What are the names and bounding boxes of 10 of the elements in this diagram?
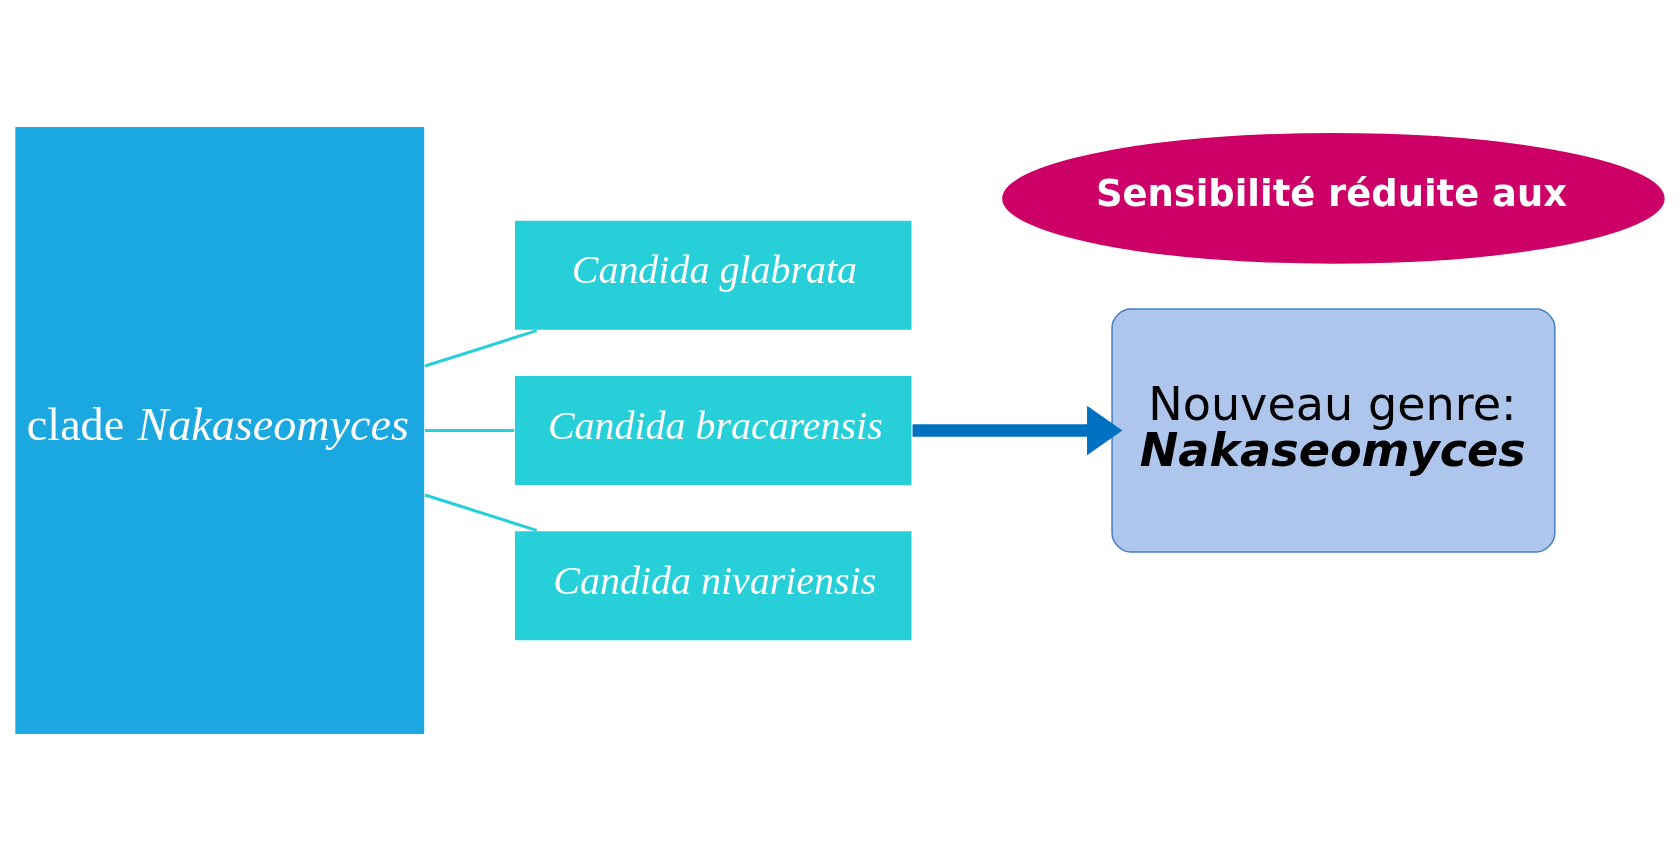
node-box: Candida nivariensis [513, 529, 913, 642]
connector [424, 329, 538, 368]
node-box: clade Nakaseomyces [13, 125, 426, 736]
node-box: Candida bracarensis [513, 374, 913, 487]
node-box: Nouveau genre: Nakaseomyces [1111, 308, 1556, 553]
connector [425, 428, 515, 433]
connector [424, 493, 538, 532]
node-box: Candida glabrata [513, 219, 913, 332]
node-ellipse: Sensibilité réduite aux [1000, 131, 1667, 266]
arrow [912, 405, 1123, 456]
